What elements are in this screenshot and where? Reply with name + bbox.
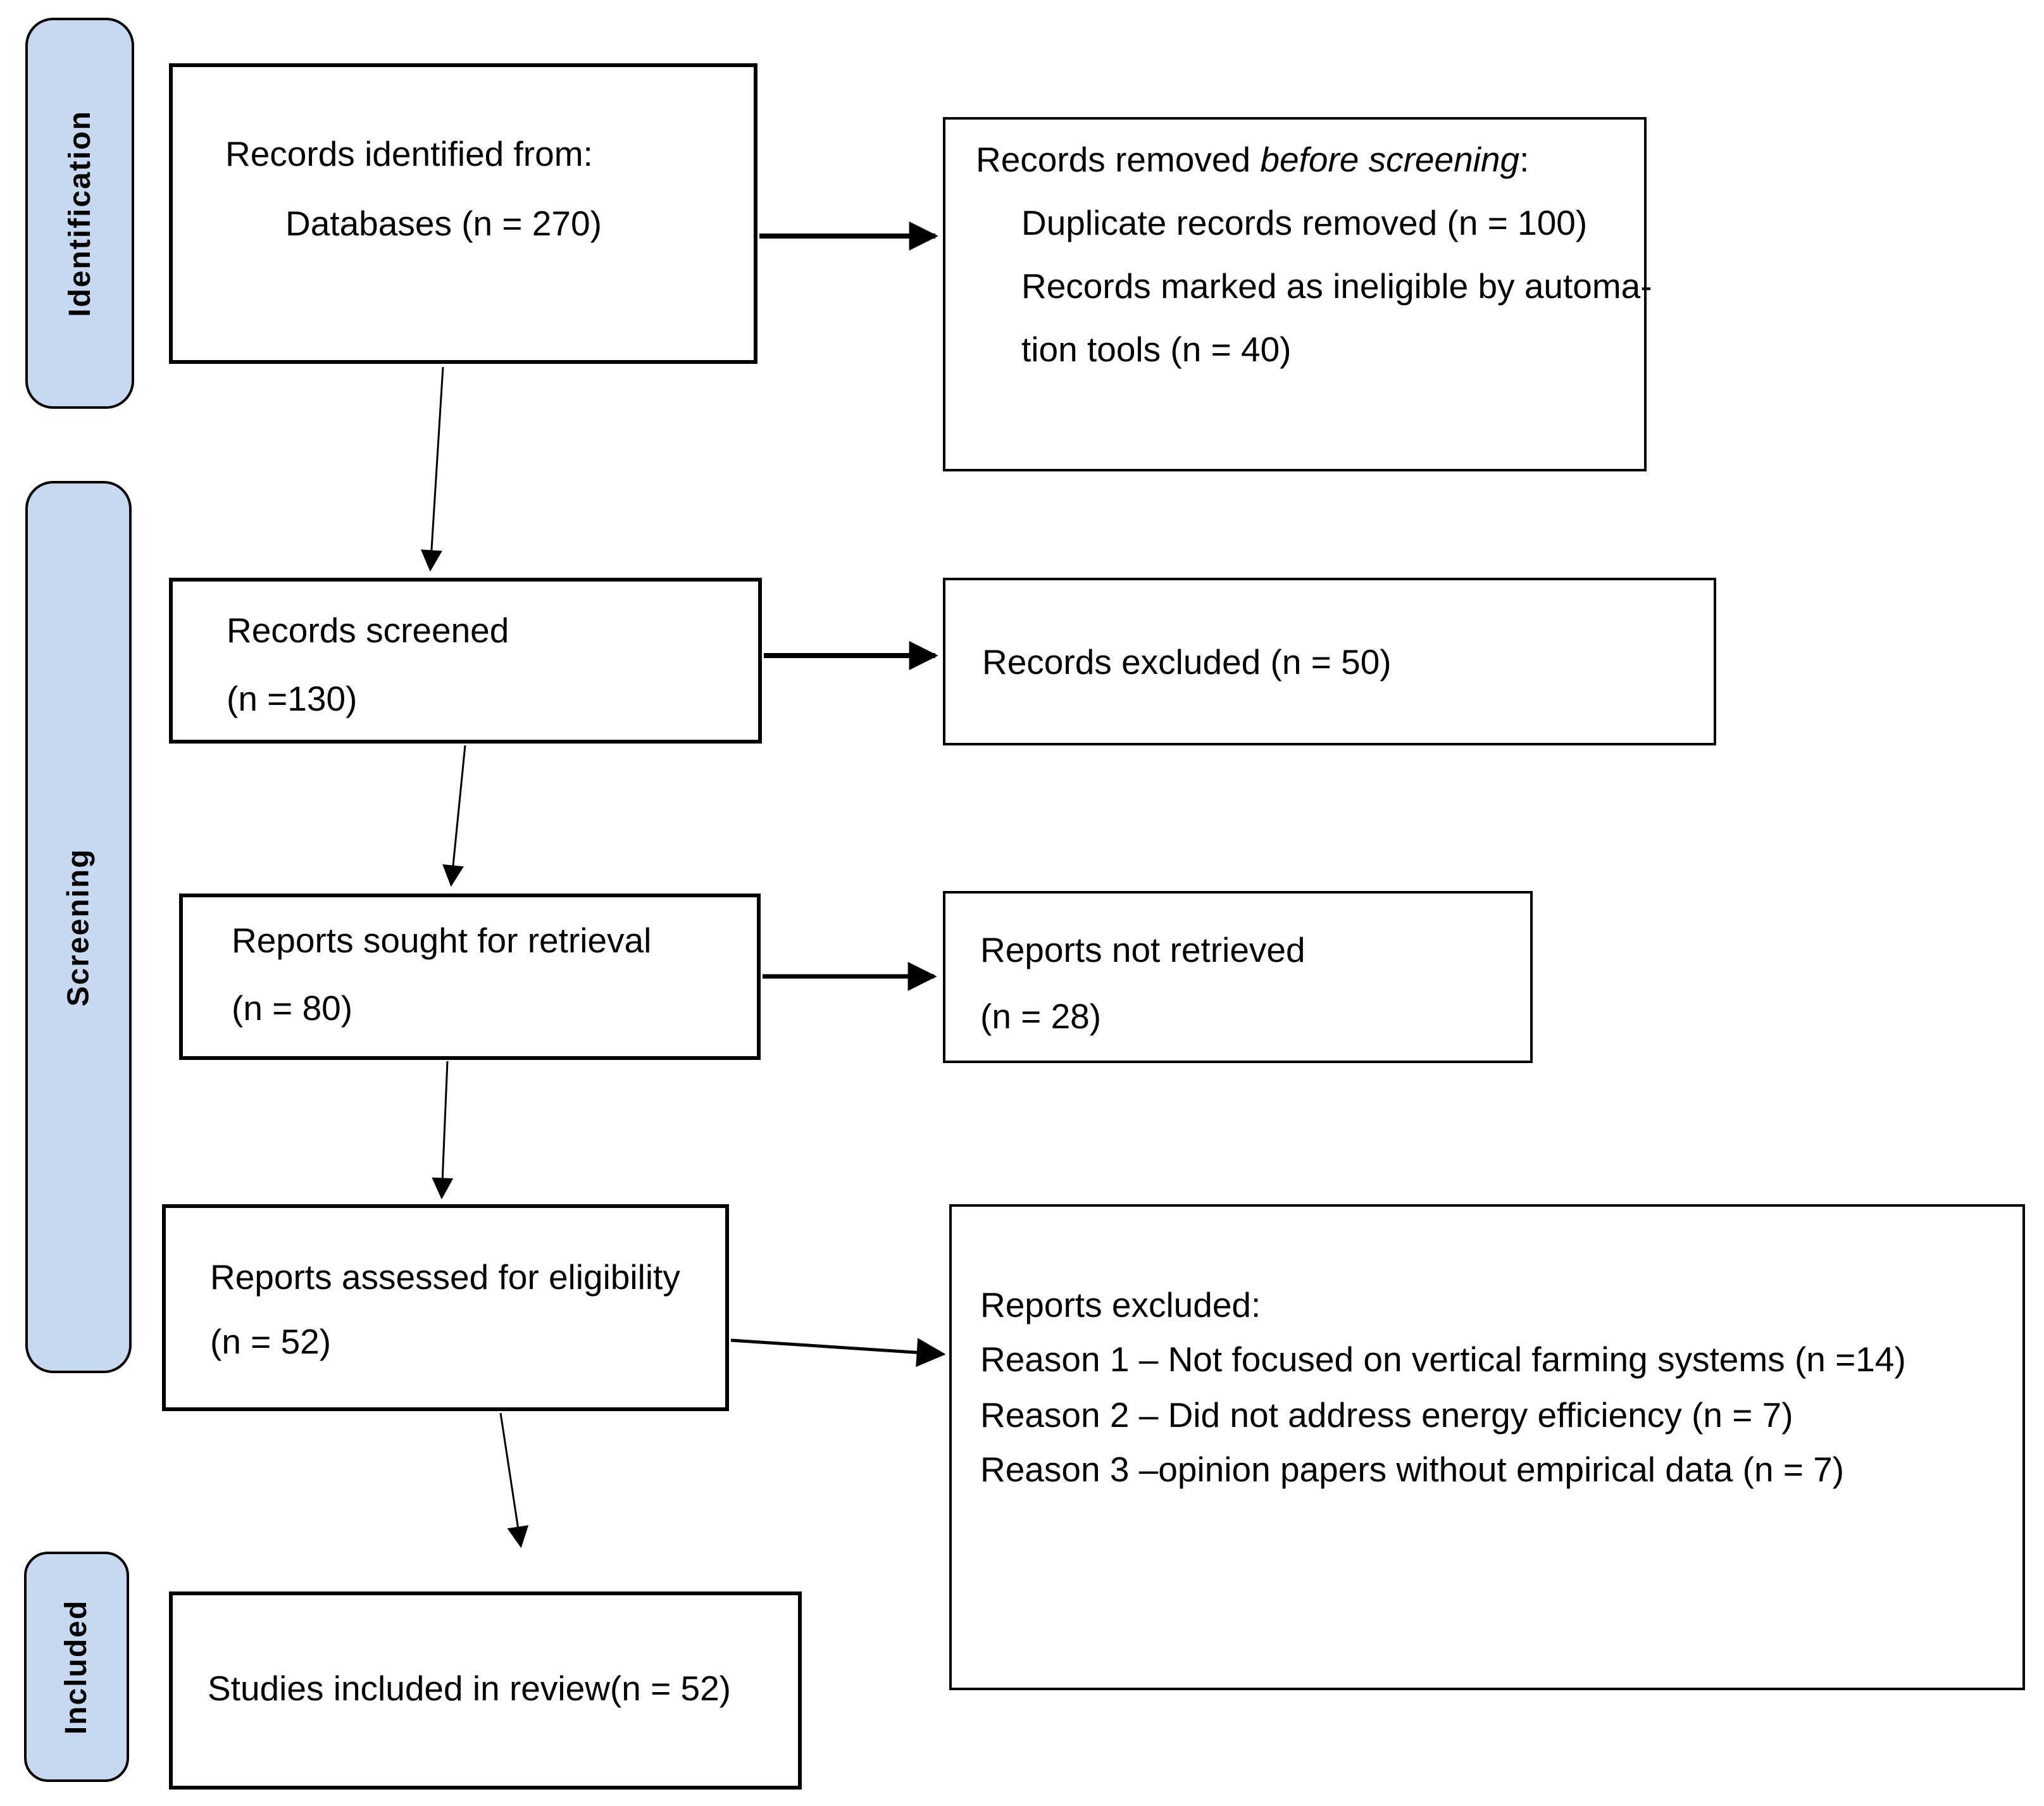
- arrow-assessed-to-excluded: [730, 1338, 946, 1367]
- records-screened-line1: Records screened: [227, 611, 509, 650]
- records-excluded-line1: Records excluded (n = 50): [982, 642, 1392, 682]
- stage-identification: Identification: [25, 18, 134, 409]
- reports-sought-line1: Reports sought for retrieval: [232, 921, 652, 960]
- stage-included-label: Included: [59, 1599, 94, 1734]
- reports-excluded-line1: Reports excluded:: [980, 1285, 1261, 1324]
- arrow-assessed-to-included: [499, 1412, 529, 1548]
- box-reports-assessed: Reports assessed for eligibility (n = 52…: [162, 1204, 729, 1411]
- reports-assessed-line1: Reports assessed for eligibility: [210, 1257, 680, 1297]
- stage-screening: Screening: [25, 481, 132, 1373]
- stage-included: Included: [24, 1552, 129, 1782]
- records-screened-line2: (n =130): [227, 679, 358, 718]
- records-removed-line1: Records removed before screening:: [976, 140, 1529, 178]
- reports-excluded-reason3: Reason 3 –opinion papers without empiric…: [980, 1450, 1845, 1489]
- reports-assessed-line2: (n = 52): [210, 1322, 332, 1361]
- arrow-screened-to-sought: [442, 745, 466, 887]
- arrow-sought-to-assessed: [432, 1061, 454, 1200]
- records-removed-line3: Records marked as ineligible by automa-: [1021, 266, 1652, 306]
- studies-included-line1: Studies included in review(n = 52): [208, 1669, 731, 1708]
- box-reports-not-retrieved: Reports not retrieved (n = 28): [943, 891, 1533, 1063]
- records-removed-line1-prefix: Records removed: [976, 140, 1261, 179]
- records-identified-line2: Databases (n = 270): [285, 204, 602, 243]
- stage-screening-label: Screening: [61, 847, 96, 1007]
- box-records-removed: Records removed before screening: Duplic…: [943, 117, 1652, 471]
- reports-excluded-reason2: Reason 2 – Did not address energy effici…: [980, 1395, 1793, 1435]
- arrow-identified-to-screened: [420, 366, 444, 572]
- box-records-screened: Records screened (n =130): [169, 578, 762, 744]
- stage-identification-label: Identification: [63, 109, 97, 317]
- box-studies-included: Studies included in review(n = 52): [169, 1591, 802, 1790]
- records-removed-line4: tion tools (n = 40): [1021, 330, 1292, 369]
- box-records-excluded: Records excluded (n = 50): [943, 578, 1716, 745]
- reports-not-retrieved-line1: Reports not retrieved: [980, 930, 1306, 969]
- records-removed-line2: Duplicate records removed (n = 100): [1021, 203, 1588, 242]
- records-removed-line1-suffix: :: [1519, 140, 1530, 179]
- box-reports-excluded: Reports excluded: Reason 1 – Not focused…: [949, 1204, 2025, 1690]
- reports-not-retrieved-line2: (n = 28): [980, 997, 1102, 1036]
- box-records-identified: Records identified from: Databases (n = …: [169, 63, 757, 364]
- records-removed-line1-italic: before screening: [1260, 140, 1520, 179]
- records-identified-line1: Records identified from:: [225, 134, 593, 173]
- box-reports-sought: Reports sought for retrieval (n = 80): [179, 894, 761, 1060]
- reports-sought-line2: (n = 80): [232, 988, 353, 1028]
- reports-excluded-reason1: Reason 1 – Not focused on vertical farmi…: [980, 1340, 1906, 1379]
